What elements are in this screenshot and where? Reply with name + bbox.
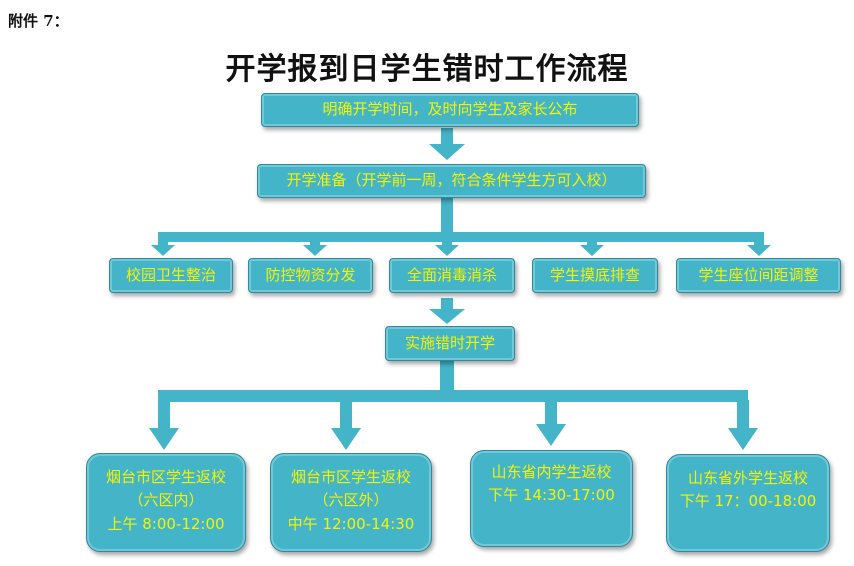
return-group-title: 山东省外学生返校: [687, 469, 808, 487]
return-group-scope: （六区外）: [313, 491, 389, 510]
page-title: 开学报到日学生错时工作流程: [225, 52, 629, 87]
return-group-time: 下午 17：00-18:00: [679, 492, 817, 511]
step-announce-time: 明确开学时间，及时向学生及家长公布: [261, 93, 639, 127]
prep-task-seat-spacing: 学生座位间距调整: [676, 258, 841, 293]
attachment-label: 附件 7：: [8, 12, 69, 30]
return-group-time: 上午 8:00-12:00: [107, 514, 225, 533]
return-group-time: 中午 12:00-14:30: [287, 514, 415, 533]
prep-task-campus-cleaning: 校园卫生整治: [109, 258, 233, 293]
return-group-yantai-outer: 烟台市区学生返校 （六区外） 中午 12:00-14:30: [270, 453, 432, 552]
return-group-title: 山东省内学生返校: [491, 463, 612, 481]
return-group-title: 烟台市区学生返校: [105, 468, 226, 486]
prep-task-supplies: 防控物资分发: [248, 258, 373, 293]
return-group-in-province: 山东省内学生返校 下午 14:30-17:00: [470, 450, 633, 547]
return-group-title: 烟台市区学生返校: [290, 468, 411, 486]
prep-task-disinfection: 全面消毒消杀: [389, 258, 515, 293]
step-staggered-start: 实施错时开学: [385, 326, 515, 361]
prep-task-student-survey: 学生摸底排查: [532, 258, 658, 293]
return-group-yantai-inner: 烟台市区学生返校 （六区内） 上午 8:00-12:00: [86, 453, 246, 552]
return-group-scope: （六区内）: [128, 491, 204, 510]
return-group-out-of-province: 山东省外学生返校 下午 17：00-18:00: [666, 454, 830, 552]
step-preparation: 开学准备（开学前一周，符合条件学生方可入校）: [257, 164, 646, 198]
return-group-time: 下午 14:30-17:00: [488, 486, 615, 505]
